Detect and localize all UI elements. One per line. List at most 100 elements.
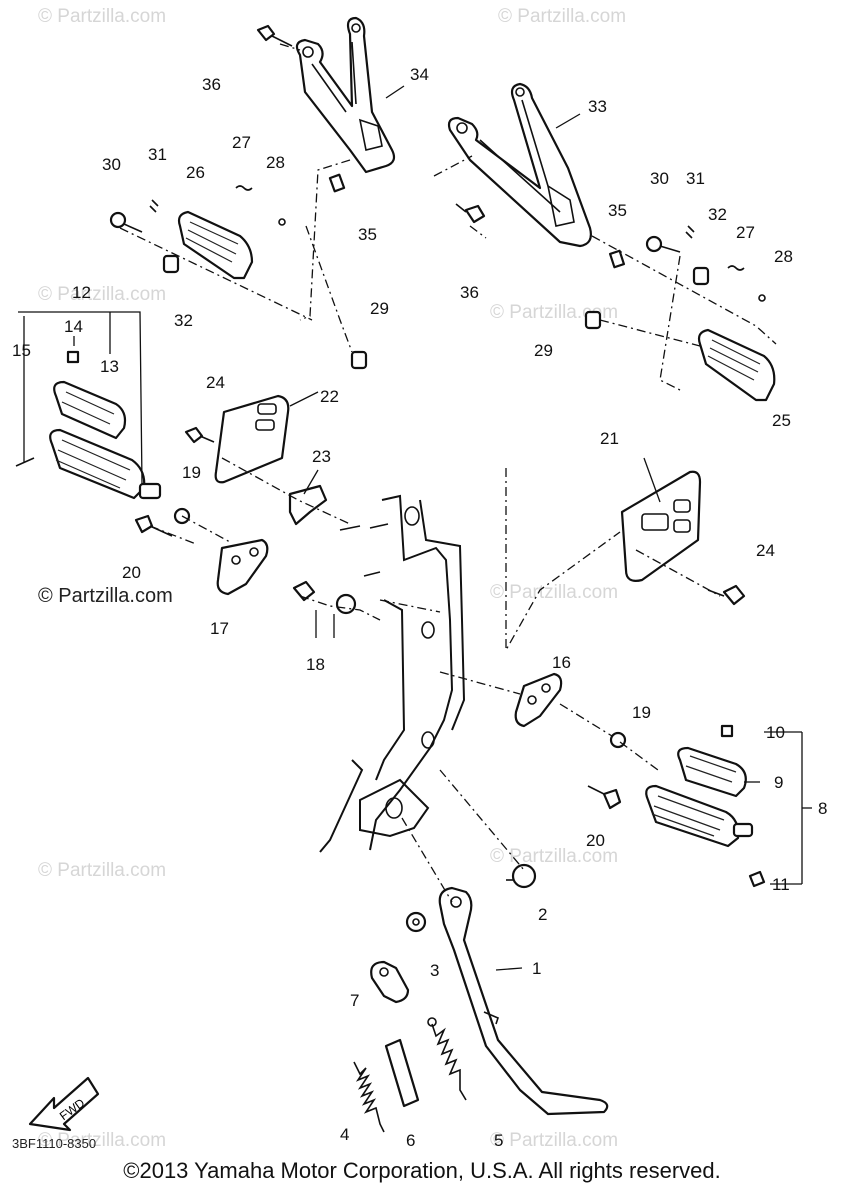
bushing-32-right <box>692 266 710 286</box>
callout-4: 4 <box>340 1125 349 1144</box>
part-22-heel-plate <box>214 394 290 484</box>
part-17-bracket <box>216 538 269 596</box>
callout-35-right: 35 <box>608 201 627 220</box>
clip-31-left <box>149 199 159 213</box>
part-26-footpeg <box>177 210 254 280</box>
callout-20-left: 20 <box>122 563 141 582</box>
watermark-prominent: © Partzilla.com <box>38 585 173 607</box>
callout-9: 9 <box>774 773 783 792</box>
callout-26: 26 <box>186 163 205 182</box>
callout-19-right: 19 <box>632 703 651 722</box>
part-21-heel-plate <box>620 470 702 582</box>
bolt-20-right <box>587 785 622 810</box>
callout-30-right: 30 <box>650 169 669 188</box>
callout-27-right: 27 <box>736 223 755 242</box>
watermark-text: © Partzilla.com <box>38 1130 166 1151</box>
callout-5: 5 <box>494 1131 503 1150</box>
screw-15 <box>15 457 35 467</box>
watermark-text: © Partzilla.com <box>498 6 626 27</box>
callout-2: 2 <box>538 905 547 924</box>
watermark-text: © Partzilla.com <box>490 846 618 867</box>
callout-30-left: 30 <box>102 155 121 174</box>
callout-10: 10 <box>766 723 785 742</box>
callout-32-left: 32 <box>174 311 193 330</box>
part-25-footpeg <box>697 328 776 402</box>
callout-19-left: 19 <box>182 463 201 482</box>
copyright-notice: ©2013 Yamaha Motor Corporation, U.S.A. A… <box>123 1158 721 1183</box>
bolt-36-right <box>455 203 486 224</box>
callouts: 1 2 3 4 5 6 7 8 9 10 11 12 13 14 15 16 1… <box>12 65 827 1150</box>
pin-30-left <box>109 211 143 233</box>
screw-10 <box>720 724 734 738</box>
callout-28-left: 28 <box>266 153 285 172</box>
part-16-bracket <box>514 672 563 728</box>
part-8-footpeg <box>645 784 754 848</box>
callout-15: 15 <box>12 341 31 360</box>
part-4-spring <box>353 1061 385 1133</box>
damper-29-left <box>350 350 368 370</box>
callout-7: 7 <box>350 991 359 1010</box>
callout-13: 13 <box>100 357 119 376</box>
callout-28-right: 28 <box>774 247 793 266</box>
part-1-sidestand <box>438 886 609 1116</box>
callout-18: 18 <box>306 655 325 674</box>
callout-11: 11 <box>772 875 790 894</box>
callout-14: 14 <box>64 317 83 336</box>
callout-12: 12 <box>72 283 91 302</box>
bushing-32-left <box>162 254 180 274</box>
part-9-footpeg-rubber <box>677 746 747 798</box>
callout-29-right: 29 <box>534 341 553 360</box>
callout-31-left: 31 <box>148 145 167 164</box>
callout-1: 1 <box>532 959 541 978</box>
screw-14 <box>66 350 80 364</box>
watermarks: © Partzilla.com © Partzilla.com © Partzi… <box>38 6 626 1151</box>
part-33-footrest-bracket <box>447 82 592 248</box>
part-3-nut <box>405 911 427 933</box>
callout-32-right: 32 <box>708 205 727 224</box>
clip-31-right <box>685 225 695 239</box>
part-7-plate <box>370 960 410 1004</box>
callout-29-left: 29 <box>370 299 389 318</box>
callout-20-right: 20 <box>586 831 605 850</box>
bolt-24-right <box>707 584 746 606</box>
bolt-36-upper <box>256 24 293 47</box>
callout-22: 22 <box>320 387 339 406</box>
diagram-code: 3BF1110-8350 <box>12 1136 96 1151</box>
part-5-spring <box>427 1017 467 1101</box>
pin-35-right <box>608 249 626 269</box>
watermark-text: © Partzilla.com <box>38 6 166 27</box>
ball-28-right <box>758 294 766 302</box>
callout-35-upper: 35 <box>358 225 377 244</box>
motorcycle-frame <box>319 494 466 853</box>
part-6-cover <box>384 1038 420 1108</box>
pin-35-upper <box>328 173 346 193</box>
callout-17: 17 <box>210 619 229 638</box>
callout-36-upper: 36 <box>202 75 221 94</box>
ball-28-left <box>278 218 286 226</box>
callout-8: 8 <box>818 799 827 818</box>
pin-30-right <box>645 235 681 253</box>
callout-31-right: 31 <box>686 169 705 188</box>
callout-24-left: 24 <box>206 373 225 392</box>
callout-24-right: 24 <box>756 541 775 560</box>
bolt-24-left <box>184 426 215 444</box>
watermark-text: © Partzilla.com <box>490 582 618 603</box>
callout-34: 34 <box>410 65 429 84</box>
watermark-text: © Partzilla.com <box>38 284 166 305</box>
leader-lines <box>18 43 812 971</box>
callout-16: 16 <box>552 653 571 672</box>
damper-29-right <box>584 310 602 330</box>
part-2-bolt <box>506 863 537 889</box>
callout-3: 3 <box>430 961 439 980</box>
callout-36-right: 36 <box>460 283 479 302</box>
part-34-footrest-bracket <box>295 16 396 174</box>
callout-6: 6 <box>406 1131 415 1150</box>
spring-27-left <box>235 185 253 191</box>
part-12-footpeg <box>49 428 162 500</box>
watermark-text: © Partzilla.com <box>38 860 166 881</box>
part-13-footpeg-rubber <box>53 380 127 440</box>
watermark-text: © Partzilla.com <box>490 1130 618 1151</box>
screw-11 <box>748 870 766 888</box>
callout-33: 33 <box>588 97 607 116</box>
